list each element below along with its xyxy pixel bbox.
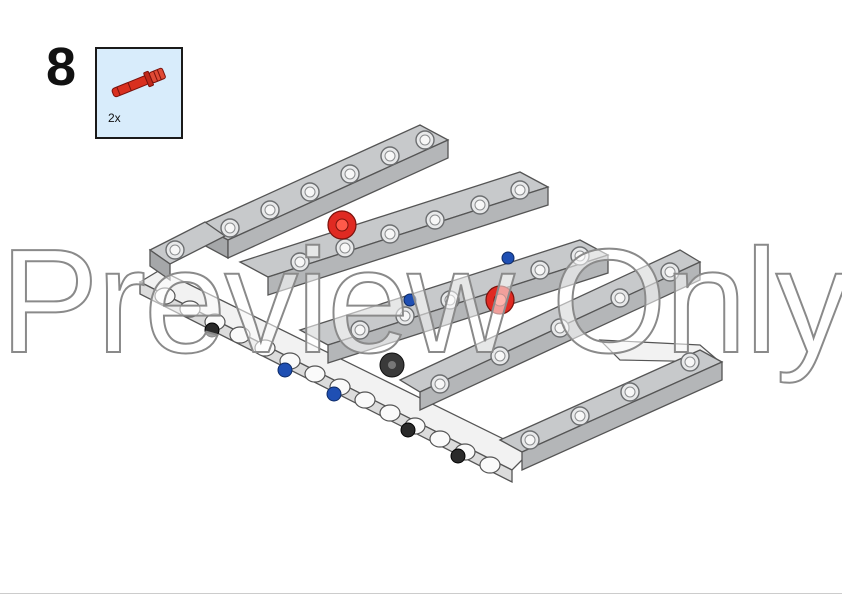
red-axle-pin-icon — [111, 67, 166, 98]
blue-pins — [277, 362, 342, 402]
preview-watermark: Preview Only — [0, 219, 842, 384]
white-beam — [138, 269, 532, 484]
red-pin-connectors — [327, 210, 515, 315]
part-quantity: 2x — [108, 111, 121, 125]
page-bottom-rule — [0, 593, 842, 594]
black-pins — [204, 322, 466, 464]
parts-callout: 2x — [95, 47, 183, 139]
step-number: 8 — [46, 37, 77, 97]
